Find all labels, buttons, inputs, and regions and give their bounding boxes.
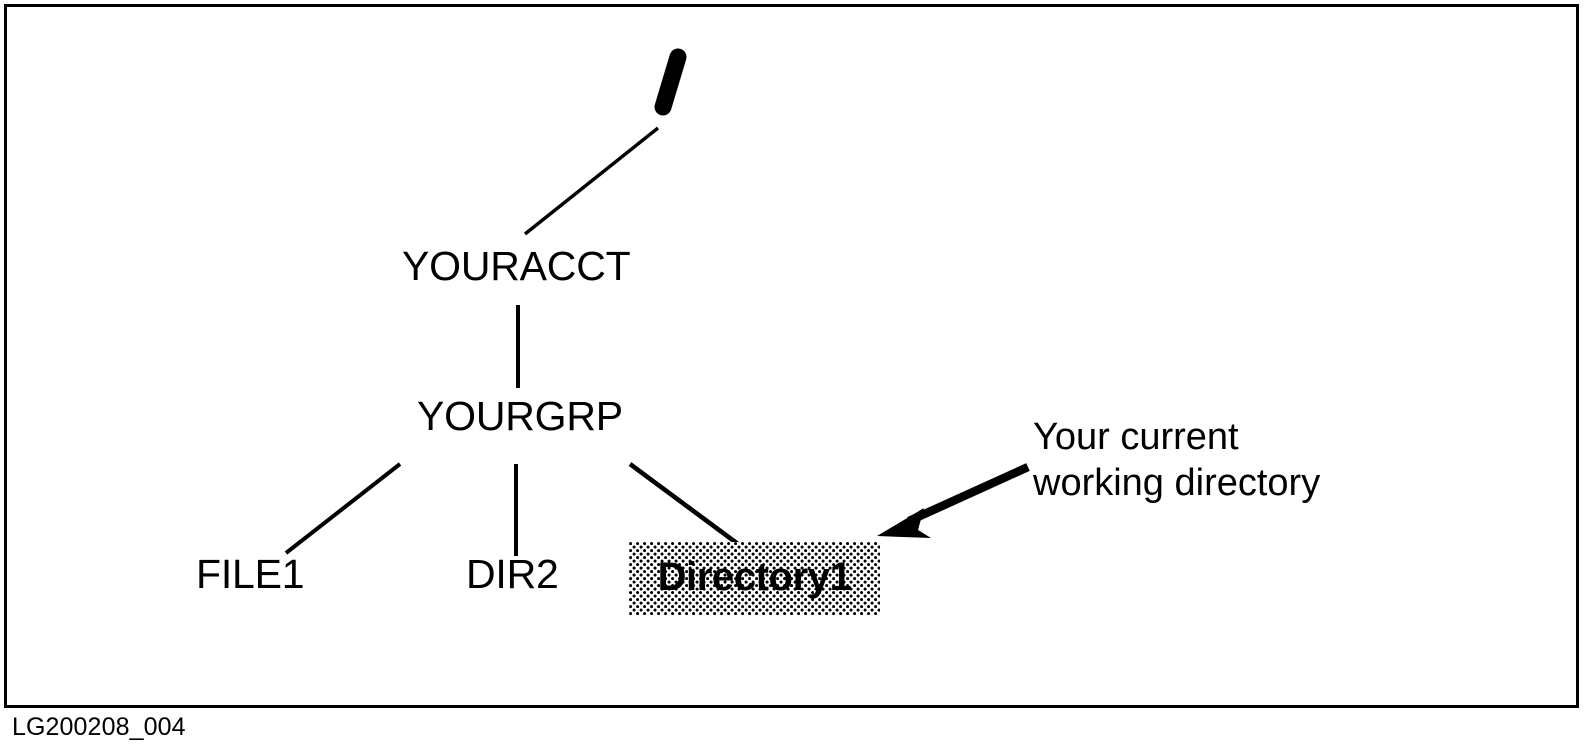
annotation-callout: Your current working directory	[1033, 414, 1320, 506]
tree-node-youracct[interactable]: YOURACCT	[402, 243, 631, 289]
tree-node-directory1-highlight[interactable]: Directory1	[629, 542, 880, 615]
tree-node-yourgrp[interactable]: YOURGRP	[417, 393, 623, 439]
annotation-line-1: Your current	[1033, 416, 1239, 458]
tree-node-dir2[interactable]: DIR2	[466, 551, 559, 597]
tree-node-file1[interactable]: FILE1	[196, 551, 305, 597]
annotation-line-2: working directory	[1033, 462, 1321, 504]
figure-caption: LG200208_004	[12, 713, 186, 741]
tree-node-directory1-label: Directory1	[657, 555, 852, 599]
